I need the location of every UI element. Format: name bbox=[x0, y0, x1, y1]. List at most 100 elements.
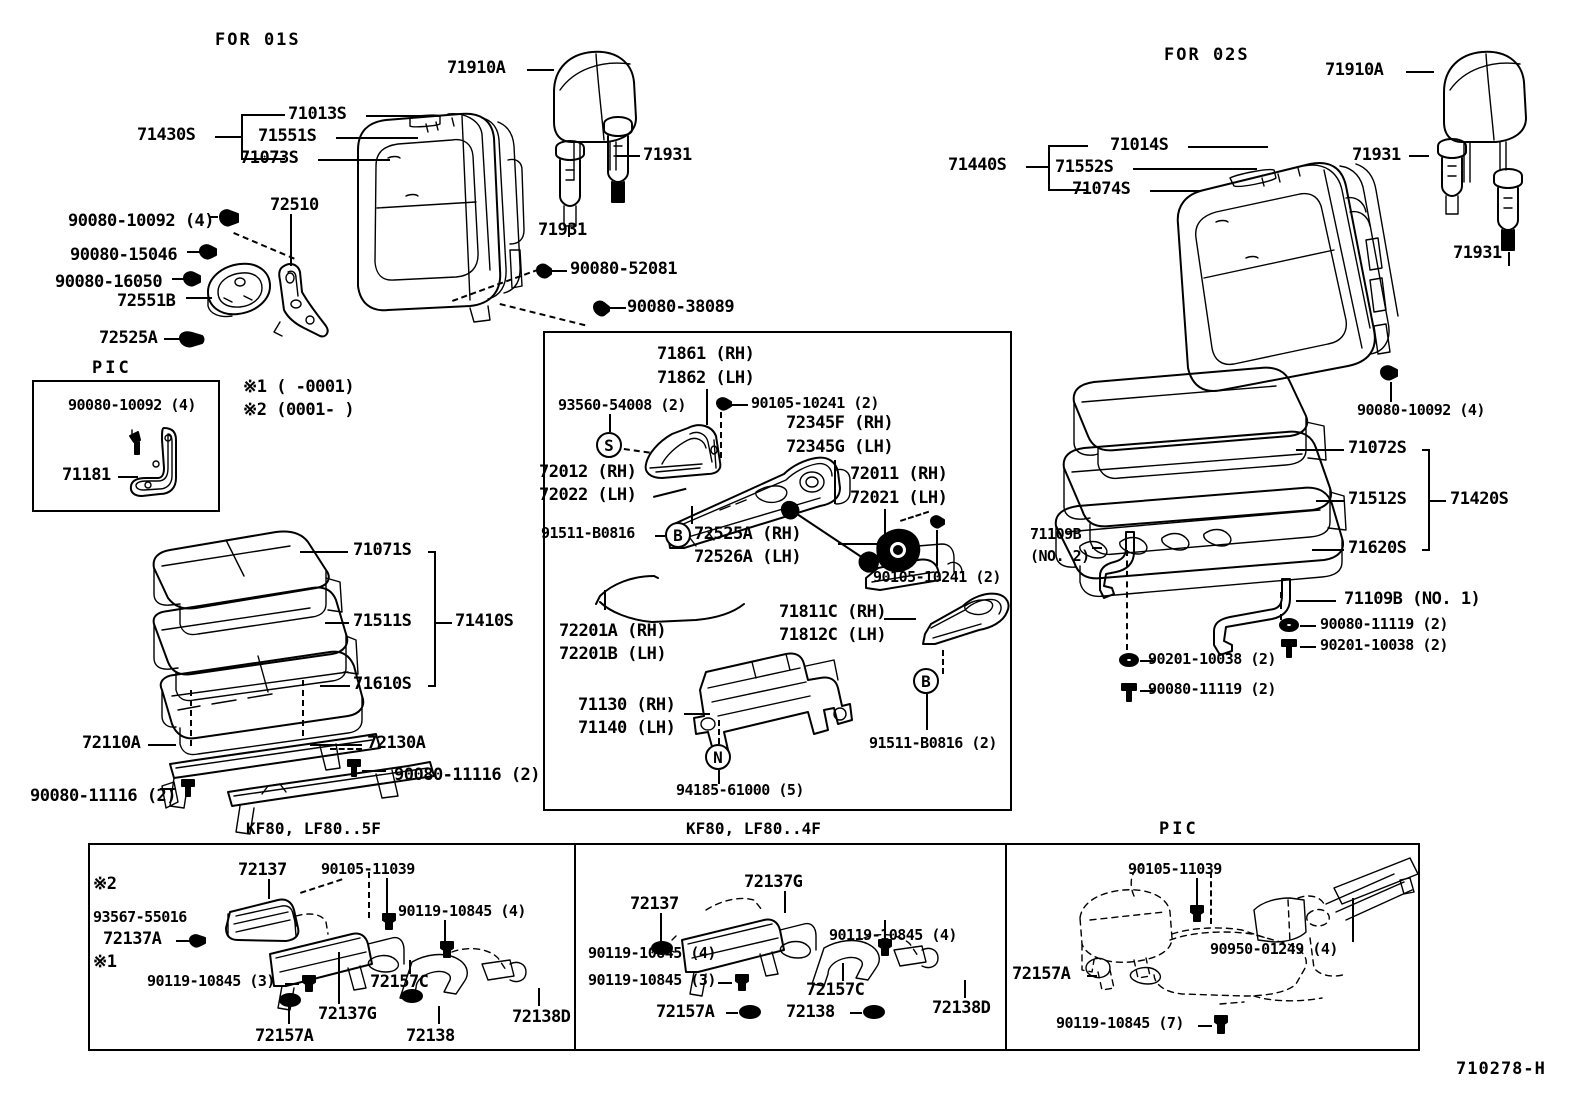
bracket-71440S-top bbox=[1048, 145, 1088, 147]
panel5f-72138D: 72138D bbox=[512, 1007, 571, 1027]
seatback-right-art bbox=[1176, 162, 1399, 392]
leader-11116-left bbox=[160, 788, 176, 790]
leader-90105-right bbox=[936, 530, 938, 566]
label-71910A-left: 71910A bbox=[447, 58, 506, 78]
label-90080-11116-right: 90080-11116 (2) bbox=[394, 765, 541, 785]
recliner-cover-art bbox=[207, 262, 271, 318]
leader-71931-right-b bbox=[1508, 252, 1510, 266]
leader-72110A bbox=[148, 744, 176, 746]
guide-dash-b2 bbox=[942, 650, 944, 674]
leader-72157A-5f bbox=[288, 1006, 290, 1024]
bracket-71440S-bot bbox=[1048, 189, 1088, 191]
leader-72201 bbox=[604, 590, 606, 610]
panel4f-90119-4: 90119-10845 (4) bbox=[588, 944, 716, 962]
leader-15046 bbox=[187, 251, 201, 253]
panel4f-72138D: 72138D bbox=[932, 998, 991, 1018]
bolt-90119-3-4f-art bbox=[735, 974, 749, 991]
label-72012-RH: 72012 (RH) bbox=[539, 462, 637, 482]
leader-72157C-5f bbox=[409, 960, 411, 974]
bolt-10092-right-art bbox=[1380, 365, 1398, 381]
diagram-id: 710278-H bbox=[1456, 1059, 1546, 1079]
label-71430S: 71430S bbox=[137, 125, 196, 145]
panel4f-90119-3: 90119-10845 (3) bbox=[588, 971, 716, 989]
label-90080-52081: 90080-52081 bbox=[570, 259, 678, 279]
label-90080-38089: 90080-38089 bbox=[627, 297, 735, 317]
leader-72137-4f bbox=[660, 913, 662, 945]
leader-11116-right bbox=[362, 770, 386, 772]
leader-10038-left bbox=[1140, 660, 1154, 662]
bracket-71430S-bot bbox=[241, 158, 285, 160]
leader-71014S bbox=[1188, 146, 1268, 148]
bolt-10038-right-art bbox=[1281, 639, 1297, 658]
label-90105-10241-right: 90105-10241 (2) bbox=[873, 568, 1001, 586]
marker-circle-s: S bbox=[596, 432, 622, 458]
panel-title-pic: PIC bbox=[1159, 819, 1199, 839]
label-71073S: 71073S bbox=[240, 148, 299, 168]
panel5f-90119-4: 90119-10845 (4) bbox=[398, 902, 526, 920]
bolt-90105-5f-art bbox=[382, 913, 396, 930]
guide-dash-90105-top bbox=[720, 412, 722, 458]
leader-52081 bbox=[551, 270, 567, 272]
leader-71430S bbox=[215, 136, 241, 138]
washer-10038-left-art bbox=[1119, 653, 1139, 667]
leg-frame-art bbox=[693, 652, 853, 755]
label-71014S: 71014S bbox=[1110, 135, 1169, 155]
panel5f-72137G: 72137G bbox=[318, 1004, 377, 1024]
label-72022-LH: 72022 (LH) bbox=[539, 485, 637, 505]
leader-93560 bbox=[609, 414, 611, 432]
leader-71931-right-a bbox=[1409, 155, 1429, 157]
panel4f-72157A: 72157A bbox=[656, 1002, 715, 1022]
leader-71811C bbox=[884, 618, 916, 620]
arm-71811C-art bbox=[922, 592, 1010, 645]
leader-72137A-5f bbox=[176, 940, 190, 942]
panelpic-90950: 90950-01249 (4) bbox=[1210, 940, 1338, 958]
label-71109B-no1: 71109B (NO. 1) bbox=[1344, 589, 1481, 609]
leader-10092-right bbox=[1390, 382, 1392, 402]
panel5f-90119-3: 90119-10845 (3) bbox=[147, 972, 275, 990]
section-header-02s: FOR 02S bbox=[1164, 45, 1250, 65]
panel5f-72157C: 72157C bbox=[370, 972, 429, 992]
label-71910A-right: 71910A bbox=[1325, 60, 1384, 80]
leader-n-down bbox=[718, 770, 720, 784]
marker-circle-b1: B bbox=[665, 522, 691, 548]
leader-10092-left bbox=[210, 216, 218, 218]
panel5f-mark2: ※2 bbox=[93, 874, 117, 894]
cushion-right-art bbox=[1054, 366, 1347, 598]
leader-38089 bbox=[608, 307, 626, 309]
leader-72551B bbox=[186, 297, 212, 299]
label-71109B-no2: 71109B bbox=[1030, 525, 1082, 543]
label-71013S: 71013S bbox=[288, 104, 347, 124]
label-71551S: 71551S bbox=[258, 126, 317, 146]
bracket-71430S-top bbox=[241, 114, 285, 116]
leader-71552S bbox=[1133, 168, 1257, 170]
leader-71410S bbox=[434, 622, 452, 624]
leader-72510 bbox=[290, 214, 292, 266]
leader-71910A-right bbox=[1406, 71, 1434, 73]
guide-dash-pic-1 bbox=[1210, 872, 1212, 924]
panel5f-seat-art bbox=[269, 913, 527, 1011]
leader-72525A-left bbox=[164, 338, 180, 340]
leader-71181 bbox=[118, 476, 138, 478]
clip-72157C-5f-art bbox=[401, 989, 423, 1003]
bolt-90119-3-5f-art bbox=[302, 975, 316, 992]
label-71812C-LH: 71812C (LH) bbox=[779, 625, 887, 645]
bolt-16050-art bbox=[183, 271, 201, 287]
label-71811C-RH: 71811C (RH) bbox=[779, 602, 887, 622]
label-72110A: 72110A bbox=[82, 733, 141, 753]
label-71420S: 71420S bbox=[1450, 489, 1509, 509]
label-71071S: 71071S bbox=[353, 540, 412, 560]
leader-71072S bbox=[1296, 449, 1344, 451]
bracket-71430S bbox=[241, 114, 243, 160]
clip-72157A-5f-art bbox=[279, 993, 301, 1007]
leader-90950-pic bbox=[1352, 898, 1354, 942]
guide-dash-hook-2 bbox=[1126, 550, 1128, 650]
leader-16050 bbox=[172, 278, 186, 280]
bolt-38089-art bbox=[593, 300, 610, 317]
leader-71931-left-b bbox=[568, 225, 570, 237]
label-72525A-left: 72525A bbox=[99, 328, 158, 348]
panel-title-4f: KF80, LF80..4F bbox=[686, 819, 821, 838]
leader-11119-left bbox=[1140, 690, 1154, 692]
panelpic-90119-7: 90119-10845 (7) bbox=[1056, 1014, 1184, 1032]
panel-title-5f: KF80, LF80..5F bbox=[246, 819, 381, 838]
leader-72525A-center bbox=[838, 543, 880, 545]
